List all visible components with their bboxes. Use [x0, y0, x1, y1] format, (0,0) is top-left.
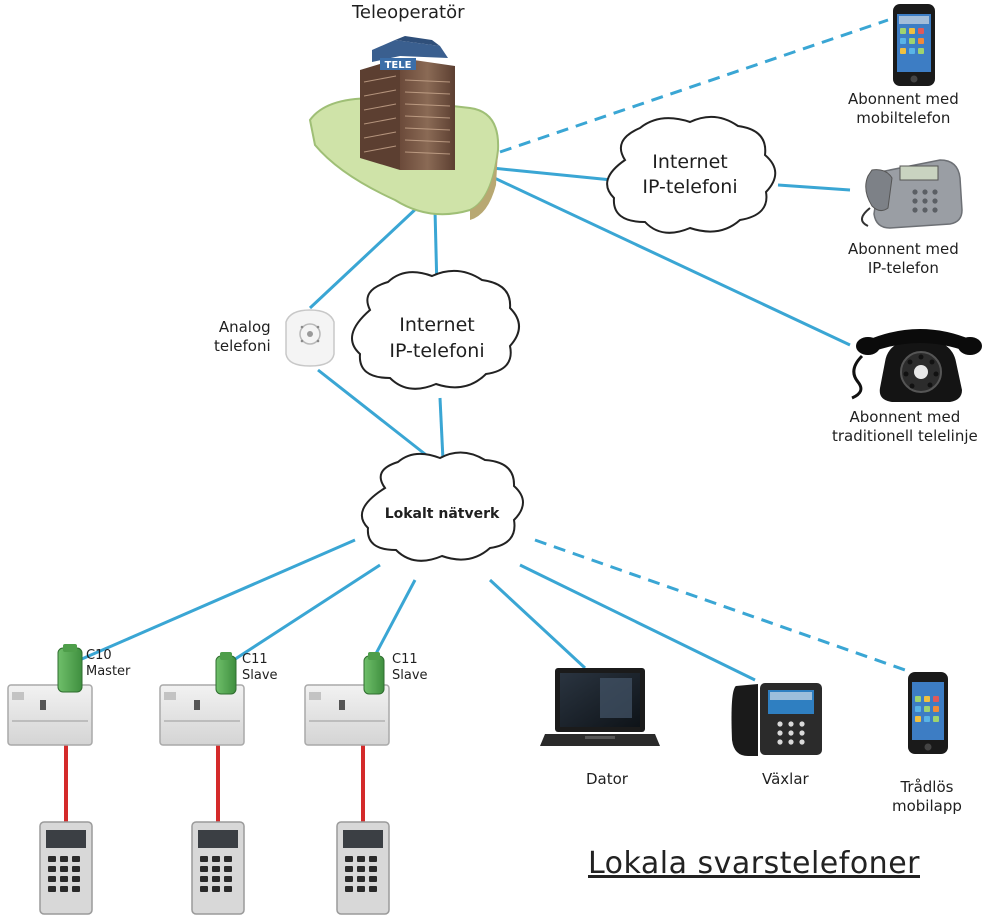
computer-label: Dator — [586, 770, 628, 788]
device-c11a-icon — [159, 652, 245, 746]
diagram-caption: Lokala svarstelefoner — [588, 846, 920, 881]
keypad-c11b-icon — [336, 821, 390, 915]
mobile-subscriber-line2: mobiltelefon — [856, 108, 951, 127]
link-cloud-mid-local — [438, 397, 445, 461]
link-cloud-top-ip — [777, 183, 851, 192]
landline-subscriber-label: Abonnent med traditionell telelinje — [832, 408, 978, 446]
laptop-icon — [540, 668, 660, 746]
link-local-c10 — [67, 538, 356, 667]
desk-phone-icon — [731, 683, 822, 756]
wireless-app-line2: mobilapp — [892, 796, 962, 815]
analog-phone-line1: Analog — [218, 318, 271, 336]
analog-phone-icon — [285, 309, 335, 367]
cloud-local-icon: Lokalt nätverk — [360, 451, 524, 562]
wires — [64, 745, 365, 822]
device-c11b-icon — [304, 652, 390, 746]
device-c11b-line1: C11 — [392, 652, 418, 667]
landline-subscriber-line1: Abonnent med — [849, 408, 961, 426]
cloud-mid-icon: Internet IP-telefoni — [351, 269, 520, 390]
device-c10-icon — [7, 644, 93, 746]
link-local-pbx — [519, 563, 756, 682]
mobile-subscriber-line1: Abonnent med — [848, 90, 959, 108]
link-analog-local — [317, 368, 431, 460]
link-operator-analog — [308, 203, 422, 310]
keypad-c10-icon — [39, 821, 93, 915]
link-local-c11b — [368, 579, 417, 666]
cloud-top-icon: Internet IP-telefoni — [606, 115, 777, 234]
device-c11a-line2: Slave — [242, 668, 278, 684]
teleoperator-building-icon: TELE — [308, 36, 500, 220]
rotary-phone-icon — [851, 329, 982, 402]
link-operator-cloud-top — [491, 166, 613, 182]
device-c11a-label: C11 Slave — [242, 652, 278, 685]
device-c10-line2: Master — [86, 664, 131, 680]
cloud-top-line1: Internet — [652, 151, 727, 173]
mobile-app-phone-icon — [908, 672, 948, 754]
link-operator-mobile — [499, 18, 889, 154]
pbx-label: Växlar — [762, 770, 809, 788]
keypad-c11a-icon — [191, 821, 245, 915]
cloud-mid-line2: IP-telefoni — [389, 340, 484, 362]
teleoperator-sign: TELE — [385, 60, 412, 71]
cloud-mid-line1: Internet — [399, 314, 474, 336]
wireless-app-label: Trådlös mobilapp — [892, 778, 962, 816]
ip-phone-icon — [861, 159, 963, 229]
device-c11a-line1: C11 — [242, 652, 268, 667]
device-c11b-line2: Slave — [392, 668, 428, 684]
ip-subscriber-line1: Abonnent med — [848, 240, 959, 258]
wireless-app-line1: Trådlös — [900, 778, 954, 796]
device-c10-line1: C10 — [86, 648, 112, 663]
link-local-computer — [488, 578, 587, 670]
ip-subscriber-label: Abonnent med IP-telefon — [848, 240, 959, 278]
mobile-subscriber-label: Abonnent med mobiltelefon — [848, 90, 959, 128]
cloud-top-line2: IP-telefoni — [642, 176, 737, 198]
cloud-local-label: Lokalt nätverk — [385, 506, 500, 522]
analog-phone-line2: telefoni — [214, 336, 271, 355]
device-c11b-label: C11 Slave — [392, 652, 428, 685]
device-c10-label: C10 Master — [86, 648, 130, 681]
mobile-phone-icon — [893, 4, 935, 86]
link-local-wireless — [534, 538, 906, 672]
landline-subscriber-line2: traditionell telelinje — [832, 426, 978, 445]
teleoperator-label: Teleoperatör — [352, 2, 465, 23]
link-operator-landline — [487, 173, 851, 347]
ip-subscriber-line2: IP-telefon — [867, 258, 939, 277]
link-local-c11a — [225, 563, 381, 667]
links — [67, 18, 906, 682]
analog-phone-label: Analog telefoni — [214, 318, 271, 356]
